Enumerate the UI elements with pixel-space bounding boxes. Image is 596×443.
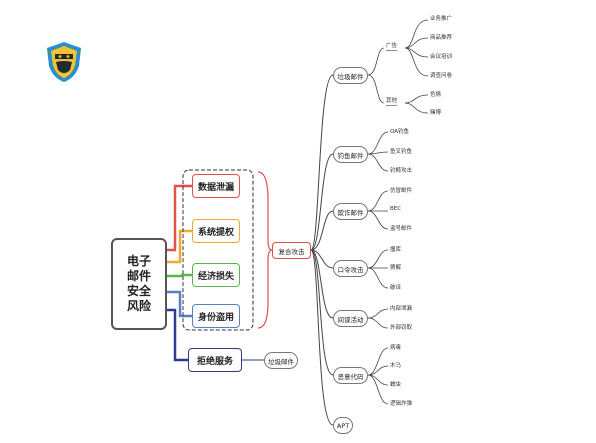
leaf-fraud-item: BEC bbox=[390, 206, 402, 212]
leaf-infiltration-item: 外部窃取 bbox=[390, 325, 413, 331]
node-spam: 垃圾邮件 bbox=[333, 67, 368, 84]
leaf-password-item: 破译 bbox=[390, 285, 402, 291]
connector-privilege bbox=[167, 229, 192, 264]
risk-economic-loss: 经济损失 bbox=[192, 263, 240, 287]
node-fraud: 欺诈邮件 bbox=[333, 203, 368, 220]
risk-privilege-escalation: 系统提权 bbox=[192, 219, 240, 243]
node-ads: 广告 bbox=[386, 43, 398, 51]
leaf-ad-item: 业务推广 bbox=[430, 16, 453, 22]
risk-data-leak: 数据泄漏 bbox=[192, 174, 240, 198]
node-infiltration: 间谍活动 bbox=[333, 310, 368, 327]
risk-group-box bbox=[182, 169, 254, 331]
leaf-malware-item: 木马 bbox=[390, 363, 402, 369]
leaf-ad-item: 商品推荐 bbox=[430, 35, 453, 41]
leaf-password-item: 撞库 bbox=[390, 247, 402, 253]
logo-icon bbox=[47, 42, 81, 82]
leaf-phishing-item: 钓鲸攻击 bbox=[390, 168, 413, 174]
leaf-phishing-item: OA钓鱼 bbox=[390, 129, 409, 135]
leaf-fraud-item: 盗号邮件 bbox=[390, 226, 413, 232]
connector-dos bbox=[167, 308, 188, 362]
node-apt: APT bbox=[333, 417, 353, 434]
leaf-ad-item: 会议培训 bbox=[430, 54, 453, 60]
node-other: 其他 bbox=[386, 98, 398, 106]
connector-identity bbox=[167, 290, 192, 318]
leaf-other-item: 赌博 bbox=[430, 110, 442, 116]
compound-attack-node: 复合攻击 bbox=[272, 242, 311, 259]
leaf-infiltration-item: 内部泄漏 bbox=[390, 306, 413, 312]
compound-brace bbox=[257, 171, 273, 329]
node-malware: 恶意代码 bbox=[333, 367, 368, 384]
node-phishing: 钓鱼邮件 bbox=[333, 146, 368, 163]
root-node: 电子 邮件 安全 风险 bbox=[111, 238, 167, 330]
leaf-malware-item: 蠕虫 bbox=[390, 382, 402, 388]
leaf-fraud-item: 仿冒邮件 bbox=[390, 188, 413, 194]
leaf-phishing-item: 鱼叉钓鱼 bbox=[390, 149, 413, 155]
leaf-password-item: 猜解 bbox=[390, 265, 402, 271]
risk-identity-theft: 身份盗用 bbox=[192, 304, 240, 328]
risk-denial-of-service: 拒绝服务 bbox=[188, 348, 242, 372]
connector-economic bbox=[167, 273, 192, 278]
leaf-malware-item: 逻辑炸弹 bbox=[390, 401, 413, 407]
node-password-attack: 口令攻击 bbox=[333, 260, 368, 277]
leaf-malware-item: 病毒 bbox=[390, 345, 402, 351]
leaf-other-item: 色情 bbox=[430, 92, 442, 98]
leaf-ad-item: 调查问卷 bbox=[430, 73, 453, 79]
dos-spam-node: 垃圾邮件 bbox=[264, 352, 298, 369]
